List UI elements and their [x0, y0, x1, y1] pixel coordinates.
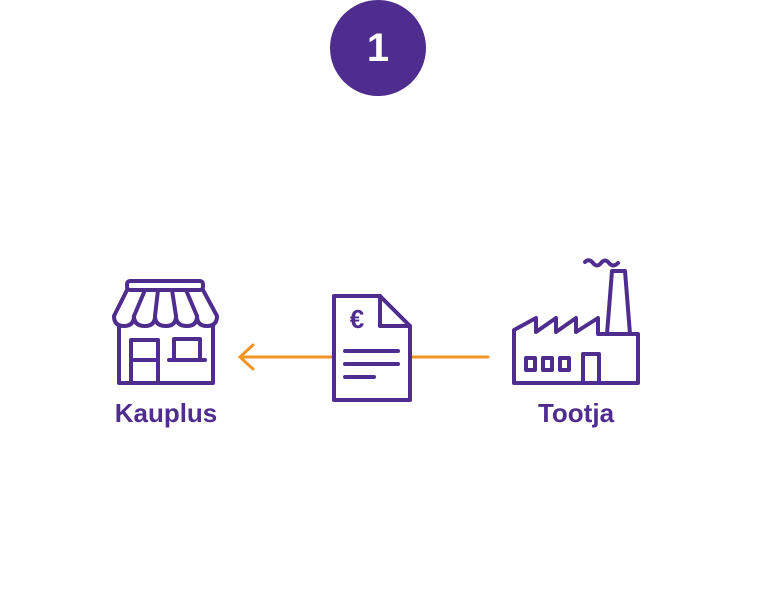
factory-icon	[512, 258, 640, 385]
factory-label: Tootja	[537, 398, 615, 428]
euro-symbol: €	[350, 304, 364, 334]
arrow-head	[237, 343, 255, 371]
flow-arrow	[237, 343, 490, 371]
step-number-badge: 1	[330, 0, 426, 96]
step-number: 1	[366, 26, 390, 70]
shop-icon	[112, 279, 219, 385]
shop-label: Kauplus	[114, 398, 218, 428]
euro-invoice-icon	[332, 294, 412, 402]
